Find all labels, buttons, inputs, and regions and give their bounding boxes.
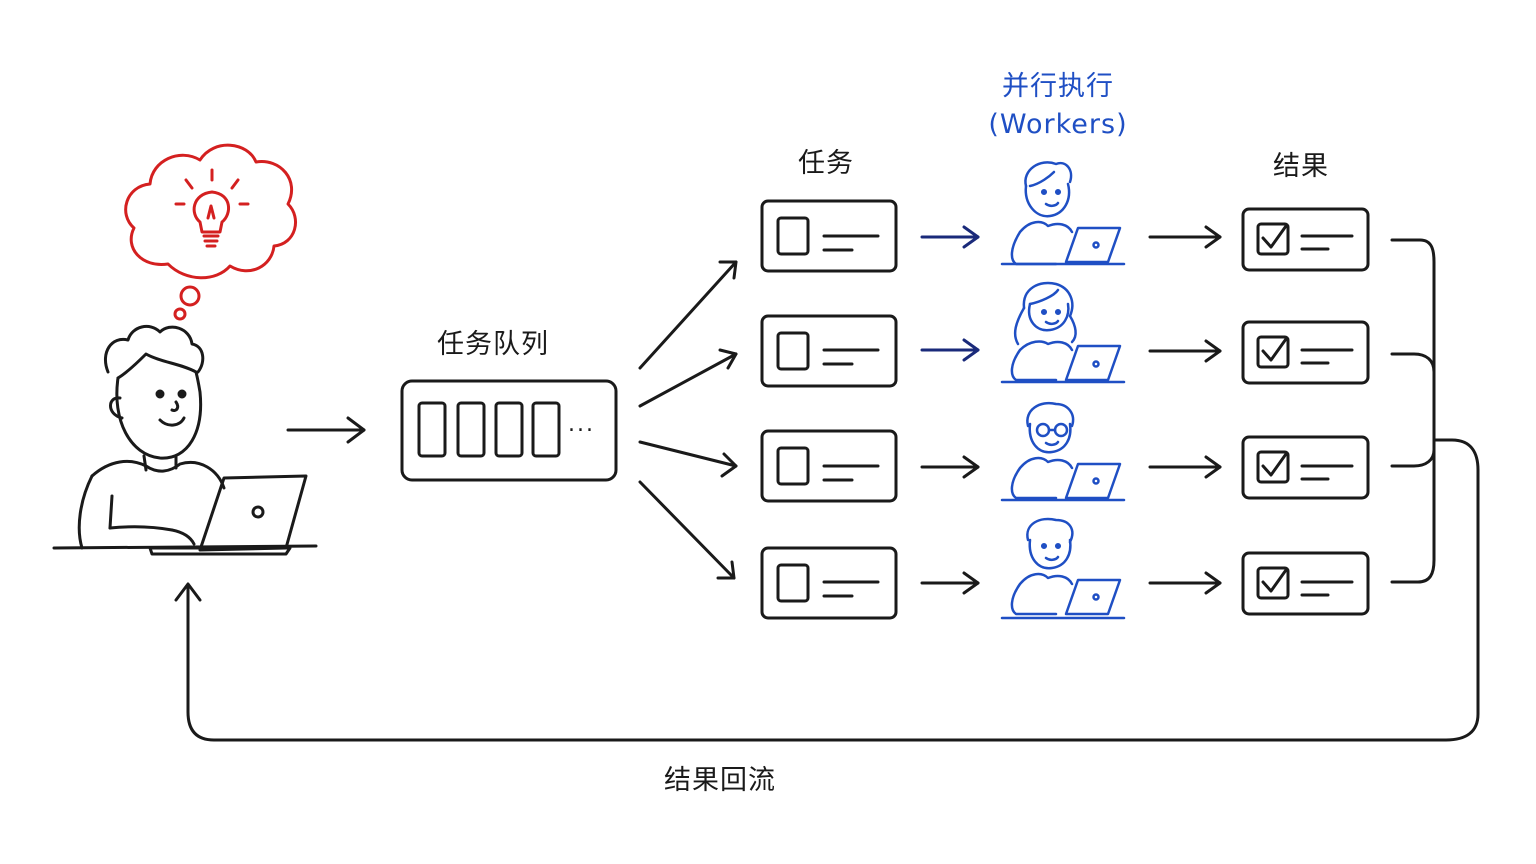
lightbulb-icon [124, 143, 297, 321]
task-queue-box [400, 379, 618, 482]
parallel-title: 并行执行 [1002, 71, 1114, 102]
tasks-label: 任务 [798, 148, 854, 179]
task-card-2 [760, 314, 898, 388]
result-card-3 [1241, 435, 1370, 500]
result-card-1 [1241, 207, 1370, 272]
result-card-2 [1241, 320, 1370, 385]
task-queue-label: 任务队列 [437, 329, 549, 360]
task-card-3 [760, 429, 898, 503]
arrow-user-to-queue [286, 416, 366, 444]
task-to-worker-arrows [920, 225, 980, 595]
fan-out-arrows [638, 260, 738, 580]
worker-icon-2 [1000, 281, 1126, 384]
worker-icon-1 [1000, 161, 1126, 266]
task-card-1 [760, 199, 898, 273]
worker-icon-4 [1000, 517, 1126, 620]
parallel-execution-label: 并行执行 (Workers) [983, 68, 1133, 144]
queue-ellipsis: ... [568, 412, 595, 437]
result-merge-bracket [1390, 238, 1480, 584]
worker-icon-3 [1000, 401, 1126, 502]
parallel-subtitle: (Workers) [988, 109, 1128, 140]
person-at-laptop-icon [52, 324, 318, 556]
feedback-label: 结果回流 [664, 765, 776, 796]
task-card-4 [760, 546, 898, 620]
worker-to-result-arrows [1148, 225, 1222, 595]
result-card-4 [1241, 551, 1370, 616]
results-label: 结果 [1273, 151, 1329, 182]
feedback-loop-arrow [174, 468, 1480, 742]
